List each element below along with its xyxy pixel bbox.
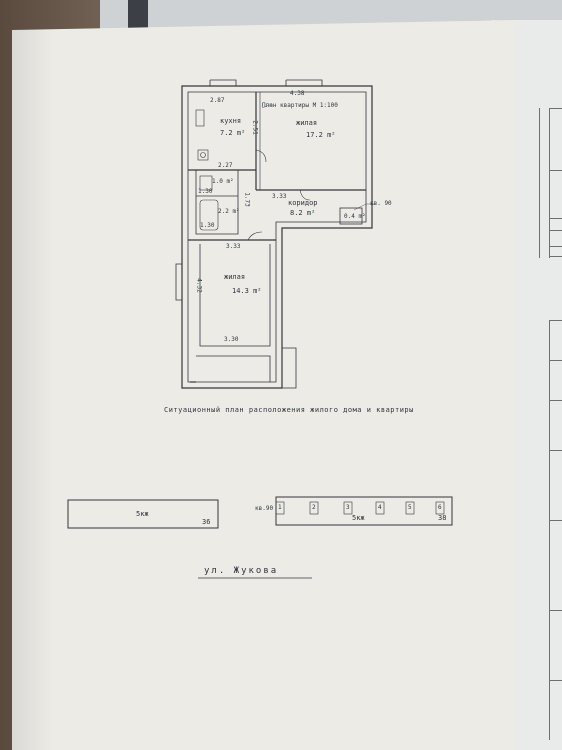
- room-name-living1: жилая: [296, 119, 318, 127]
- dim-living2-bottom: 3.30: [224, 336, 239, 343]
- sheet-shadow: [12, 28, 52, 750]
- dim-kitchen-side: 2.51: [251, 120, 259, 135]
- room-area-living2: 14.3 m²: [232, 287, 262, 295]
- building-left-number: 36: [202, 518, 211, 526]
- section-4: 4: [378, 504, 382, 511]
- dim-kitchen-inner: 2.27: [218, 162, 233, 169]
- dim-corridor-w: 3.33: [272, 193, 287, 200]
- situation-caption: Ситуационный план расположения жилого до…: [164, 406, 414, 414]
- plan-title: План квартиры М 1:100: [262, 102, 338, 109]
- section-3: 3: [346, 504, 350, 511]
- building-left: [67, 499, 219, 529]
- dim-bath-w: 1.30: [200, 222, 215, 229]
- room-area-closet: 0.4 m²: [344, 213, 366, 220]
- document-sheet: [12, 20, 514, 750]
- street-name: ул. Жукова: [204, 566, 279, 576]
- section-5: 5: [408, 504, 412, 511]
- apartment-label-plan: кв. 90: [370, 200, 392, 207]
- building-right-number: 38: [438, 514, 447, 522]
- dim-wc-w: 1.30: [198, 188, 213, 195]
- room-area-kitchen: 7.2 m²: [220, 129, 246, 137]
- building-left-label: 5кж: [136, 510, 149, 518]
- room-name-corridor: коридор: [288, 199, 318, 207]
- building-right-label: 5кж: [352, 514, 365, 522]
- building-right-apartment: кв.90: [255, 505, 274, 512]
- outer-wall: [181, 85, 373, 389]
- dim-living2-top: 3.33: [226, 243, 241, 250]
- section-2: 2: [312, 504, 316, 511]
- dim-kitchen-top: 2.87: [210, 97, 225, 104]
- room-area-bath: 2.2 m²: [218, 208, 240, 215]
- dim-living2-side: 4.32: [195, 278, 203, 293]
- room-area-wc: 1.0 m²: [212, 178, 234, 185]
- section-1: 1: [278, 504, 282, 511]
- room-name-living2: жилая: [224, 273, 246, 281]
- room-name-kitchen: кухня: [220, 117, 242, 125]
- section-6: 6: [438, 504, 442, 511]
- room-area-living1: 17.2 m²: [306, 131, 336, 139]
- room-area-corridor: 8.2 m²: [290, 209, 316, 217]
- dim-bath-h: 1.73: [243, 192, 251, 207]
- dim-living-top: 4.38: [290, 90, 305, 97]
